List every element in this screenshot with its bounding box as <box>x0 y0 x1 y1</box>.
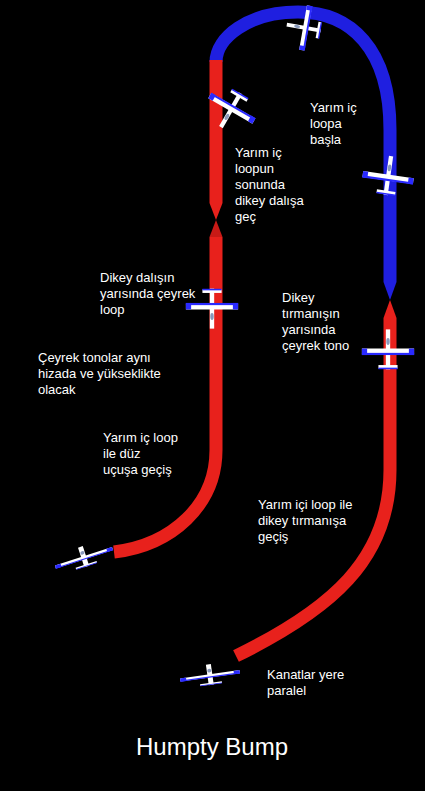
annotation-label: Kanatlar yere paralel <box>267 667 367 699</box>
red-ribbon <box>236 318 390 656</box>
ribbon-twist <box>384 282 397 300</box>
airplane <box>283 2 325 52</box>
diagram-title: Humpty Bump <box>136 733 288 761</box>
annotation-label: Yarım iç loopun sonunda dikey dalışa geç <box>235 145 305 225</box>
red-ribbon <box>210 60 223 203</box>
airplane <box>52 538 115 576</box>
ribbon-twist <box>384 300 397 318</box>
airplane <box>362 329 414 369</box>
annotation-label: Yarım iç loopa başla <box>310 100 360 148</box>
annotation-label: Çeyrek tonolar aynı hizada ve yükseklikt… <box>38 350 188 398</box>
annotation-label: Dikey tırmanışın yarısında çeyrek tono <box>282 290 357 354</box>
annotation-label: Yarım içi loop ile dikey tırmanışa geçiş <box>258 497 353 545</box>
ribbon-twist <box>210 220 223 237</box>
airplane <box>360 153 416 199</box>
airplane <box>179 660 241 689</box>
airplane <box>199 81 263 140</box>
annotation-label: Yarım iç loop ile düz uçuşa geçiş <box>103 430 178 478</box>
blue-ribbon <box>216 12 390 282</box>
annotation-label: Dikey dalışın yarısında çeyrek loop <box>100 270 200 318</box>
ribbon-twist <box>210 203 223 220</box>
